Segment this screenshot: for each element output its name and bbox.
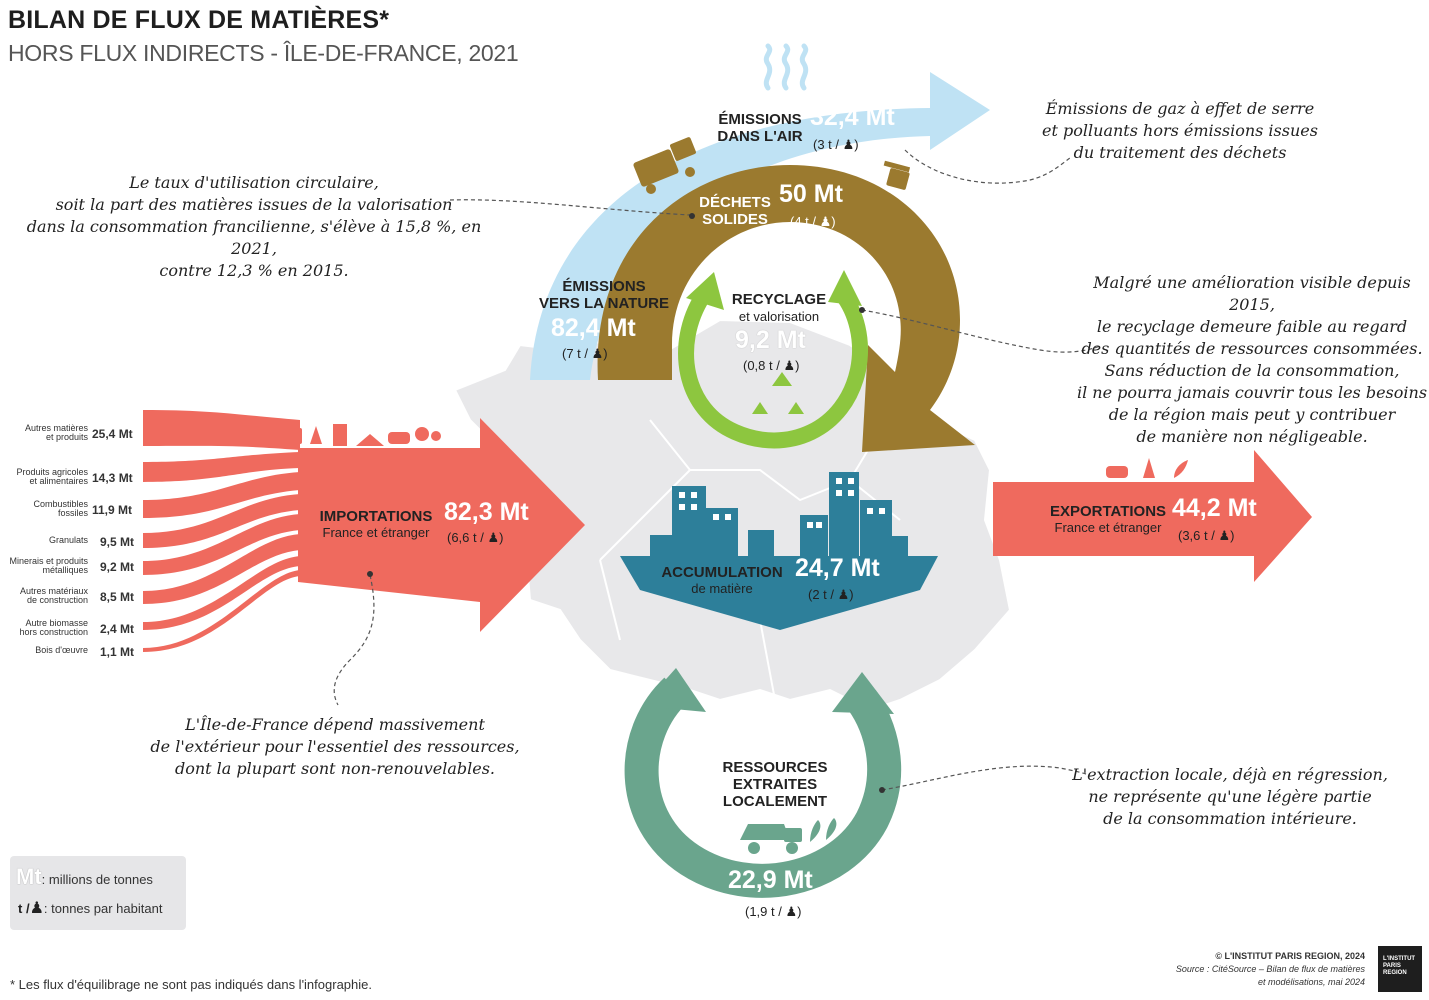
person-icon: ♟ [842, 137, 855, 152]
person-icon: ♟ [819, 214, 832, 229]
waste-label: DÉCHETS SOLIDES [699, 194, 771, 228]
waste-value: 50 Mt [779, 180, 843, 208]
legend-mt-text: : millions de tonnes [41, 872, 153, 887]
page-subtitle: HORS FLUX INDIRECTS - ÎLE-DE-FRANCE, 202… [8, 40, 519, 66]
accumulation-arrow [620, 556, 938, 630]
brand-logo: L'INSTITUT PARIS REGION [1378, 946, 1422, 992]
note-air-emissions: Émissions de gaz à effet de serre et pol… [1042, 99, 1318, 162]
resources-arrow-right-head [832, 672, 894, 714]
person-icon: ♟ [1218, 528, 1231, 543]
waste-arrow [597, 165, 975, 452]
imports-label: IMPORTATIONS France et étranger [319, 508, 433, 540]
person-icon: ♟ [487, 530, 500, 545]
person-icon: ♟ [783, 358, 796, 373]
emissions-air-label: ÉMISSIONS DANS L'AIR [717, 111, 803, 145]
page-title: BILAN DE FLUX DE MATIÈRES* [8, 6, 390, 34]
trash-can-icon [883, 160, 911, 190]
imports-per-capita: (6,6 t / ♟) [447, 530, 504, 545]
imports-icons [284, 424, 441, 446]
region-borders [599, 419, 901, 701]
exports-per-capita: (3,6 t / ♟) [1178, 528, 1235, 543]
resources-value: 22,9 Mt [728, 866, 813, 894]
air-heat-icon [763, 43, 809, 91]
footnote: * Les flux d'équilibrage ne sont pas ind… [10, 977, 372, 992]
emissions-air-value: 32,4 Mt [810, 103, 895, 131]
legend-mt-row: Mt: millions de tonnes [16, 864, 153, 890]
recycling-ring [678, 289, 868, 449]
legend-t-row: t /♟: tonnes par habitant [18, 898, 162, 918]
legend-t-symbol: t / [18, 901, 30, 916]
imports-arrow [298, 418, 585, 632]
imports-value: 82,3 Mt [444, 498, 529, 526]
recycling-value: 9,2 Mt [735, 326, 806, 354]
truck-icon [633, 137, 696, 194]
note-circular-rate: Le taux d'utilisation circulaire, soit l… [26, 173, 482, 280]
resources-arrow-left-head [642, 668, 706, 712]
credit: © L'INSTITUT PARIS REGION, 2024 Source :… [1175, 951, 1365, 987]
note-resources: L'extraction locale, déjà en régression,… [1072, 765, 1388, 828]
mining-truck-icon [740, 818, 837, 854]
city-skyline [650, 472, 908, 556]
note-dots [367, 213, 885, 793]
exports-arrow [993, 450, 1312, 582]
city-windows [679, 478, 885, 528]
exports-label: EXPORTATIONS France et étranger [1049, 503, 1167, 535]
accumulation-value: 24,7 Mt [795, 554, 880, 582]
air-emissions-arrow [530, 72, 990, 380]
emissions-nature-per-capita: (7 t / ♟) [562, 346, 608, 361]
resources-per-capita: (1,9 t / ♟) [745, 904, 802, 919]
note-leaders [333, 149, 1101, 791]
note-imports: L'Île-de-France dépend massivement de l'… [150, 715, 520, 778]
emissions-nature-value: 82,4 Mt [551, 314, 636, 342]
person-icon: ♟ [591, 346, 604, 361]
legend: Mt: millions de tonnes t /♟: tonnes par … [10, 856, 186, 930]
exports-icons [1106, 458, 1188, 478]
person-icon: ♟ [29, 900, 44, 917]
resources-ring [624, 677, 902, 898]
legend-mt-symbol: Mt [16, 864, 42, 889]
note-recycling: Malgré une amélioration visible depuis 2… [1076, 273, 1428, 446]
recycling-label: RECYCLAGE et valorisation [731, 291, 827, 324]
person-icon: ♟ [837, 587, 850, 602]
recycling-per-capita: (0,8 t / ♟) [743, 358, 800, 373]
waste-per-capita: (4 t / ♟) [790, 214, 836, 229]
emissions-nature-label: ÉMISSIONS VERS LA NATURE [538, 278, 669, 312]
emissions-air-per-capita: (3 t / ♟) [813, 137, 859, 152]
recycle-icon [752, 372, 804, 414]
recycling-arrow-left-head [686, 272, 724, 310]
legend-t-text: : tonnes par habitant [43, 901, 163, 916]
recycling-arrow-right-head [828, 270, 862, 306]
accumulation-label: ACCUMULATION de matière [661, 564, 783, 596]
accumulation-per-capita: (2 t / ♟) [808, 587, 854, 602]
imports-streams [143, 410, 300, 652]
resources-label: RESSOURCES EXTRAITES LOCALEMENT [722, 759, 828, 810]
person-icon: ♟ [785, 904, 798, 919]
exports-value: 44,2 Mt [1172, 494, 1257, 522]
